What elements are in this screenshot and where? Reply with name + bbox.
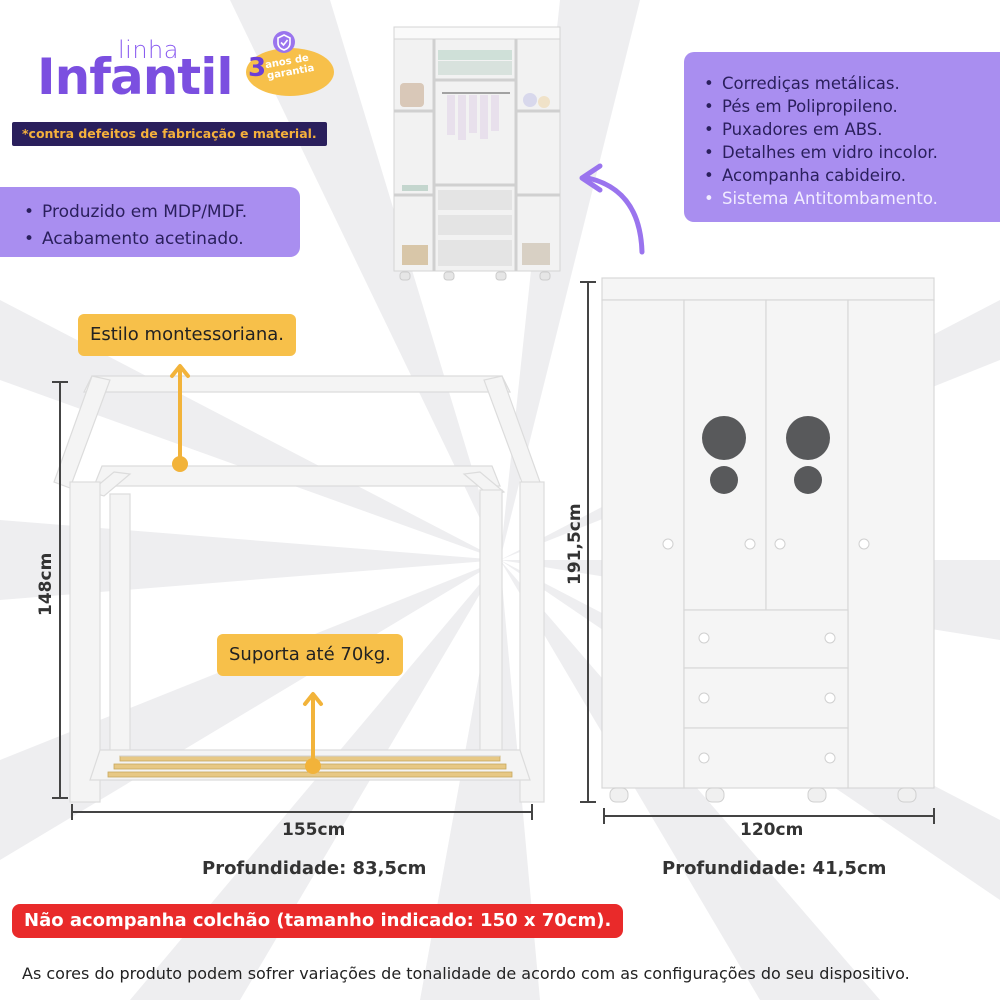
features-left-list: Produzido em MDP/MDF. Acabamento acetina… [22,199,286,253]
style-label: Estilo montessoriana. [78,314,296,356]
wardrobe-width-label: 120cm [740,820,804,840]
feature-item: Acabamento acetinado. [22,226,286,253]
load-label: Suporta até 70kg. [217,634,403,676]
feature-item: Pés em Polipropileno. [702,95,990,118]
warranty-number: 3 [248,53,267,83]
open-wardrobe-image [393,26,561,281]
features-right-box: Corrediças metálicas. Pés em Polipropile… [684,52,1000,222]
brand-name: Infantil [37,48,233,106]
feature-item: Detalhes em vidro incolor. [702,141,990,164]
feature-item: Produzido em MDP/MDF. [22,199,286,226]
closed-wardrobe-image [601,277,935,803]
warranty-badge-icon [246,31,334,96]
features-left-box: Produzido em MDP/MDF. Acabamento acetina… [0,187,300,257]
features-right-list: Corrediças metálicas. Pés em Polipropile… [702,72,990,210]
wardrobe-width-dimension-line [603,808,935,824]
feature-item: Acompanha cabideiro. [702,164,990,187]
bed-depth-label: Profundidade: 83,5cm [202,858,427,879]
wardrobe-height-label: 191,5cm [565,503,585,585]
feature-item: Corrediças metálicas. [702,72,990,95]
house-bed-image [53,375,545,803]
defects-note: *contra defeitos de fabricação e materia… [12,122,327,146]
bed-width-dimension-line [71,804,533,820]
brand-line-label: linha [118,36,179,64]
load-callout-arrow-icon [303,692,323,774]
wardrobe-depth-label: Profundidade: 41,5cm [662,858,887,879]
bed-height-label: 148cm [36,552,56,616]
feature-item: Puxadores em ABS. [702,118,990,141]
style-callout-arrow-icon [170,364,190,472]
curved-arrow-icon [579,163,645,255]
color-disclaimer: As cores do produto podem sofrer variaçõ… [22,964,910,983]
mattress-notice: Não acompanha colchão (tamanho indicado:… [12,904,624,938]
bed-height-dimension-line [52,381,68,799]
feature-item: Sistema Antitombamento. [702,187,990,210]
bed-width-label: 155cm [282,820,346,840]
wardrobe-height-dimension-line [580,281,596,803]
